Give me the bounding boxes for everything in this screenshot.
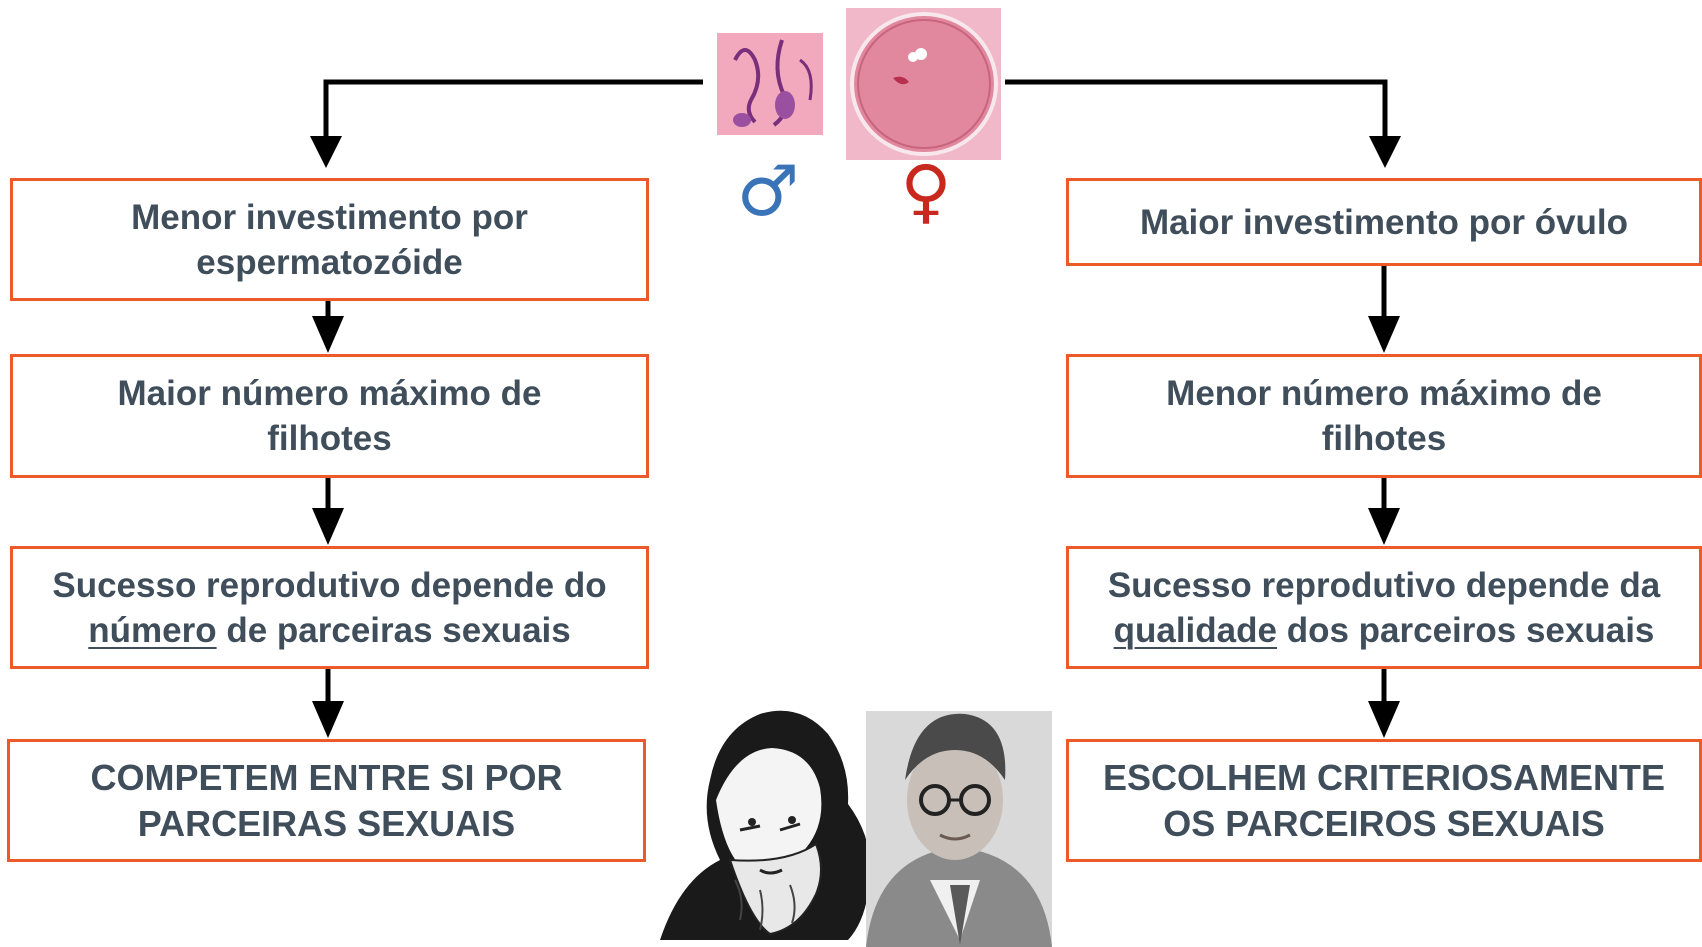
right-box3-rest: dos parceiros sexuais	[1276, 610, 1655, 650]
left-box-more-offspring: Maior número máximo de filhotes	[10, 354, 649, 478]
right-box1-line1: Maior investimento por óvulo	[1139, 202, 1629, 242]
right-box4-line2: OS PARCEIROS SEXUAIS	[1163, 802, 1605, 844]
darwin-portrait	[660, 710, 871, 940]
arrowhead-right-2	[1368, 508, 1400, 545]
left-box2-line2: filhotes	[267, 419, 392, 458]
right-box-less-offspring: Menor número máximo de filhotes	[1066, 354, 1702, 478]
arrowhead-right-top	[1369, 136, 1401, 168]
left-box4-line1: COMPETEM ENTRE SI POR	[90, 756, 563, 798]
top-connectors	[323, 79, 1388, 140]
female-symbol-icon: ♀	[900, 150, 951, 232]
left-box4-line2: PARCEIRAS SEXUAIS	[137, 802, 516, 844]
sperm-photo	[717, 33, 823, 135]
right-box-more-investment: Maior investimento por óvulo	[1066, 178, 1702, 266]
egg-photo	[846, 8, 1001, 160]
arrowhead-left-2	[312, 508, 344, 545]
left-box-less-investment: Menor investimento por espermatozóide	[10, 178, 649, 301]
right-box4-line1: ESCOLHEM CRITERIOSAMENTE	[1102, 756, 1666, 798]
right-box3-emphasis: qualidade	[1113, 610, 1277, 650]
trivers-portrait	[866, 711, 1052, 947]
arrowhead-right-1	[1368, 316, 1400, 353]
right-box3-line1: Sucesso reprodutivo depende da	[1107, 565, 1661, 605]
left-box-success-number: Sucesso reprodutivo depende do número de…	[10, 546, 649, 669]
right-box2-line1: Menor número máximo de	[1166, 374, 1602, 413]
left-box3-emphasis: número	[88, 610, 217, 650]
left-box1-line2: espermatozóide	[196, 242, 463, 282]
left-box3-line1: Sucesso reprodutivo depende do	[52, 565, 607, 605]
right-box-success-quality: Sucesso reprodutivo depende da qualidade…	[1066, 546, 1702, 669]
arrowhead-right-3	[1368, 701, 1400, 738]
arrowhead-left-top	[310, 136, 342, 168]
left-box3-rest: de parceiras sexuais	[216, 610, 571, 650]
arrowhead-left-1	[312, 316, 344, 353]
right-box2-line2: filhotes	[1321, 419, 1447, 458]
left-box2-line1: Maior número máximo de	[117, 374, 542, 413]
right-box-choose: ESCOLHEM CRITERIOSAMENTE OS PARCEIROS SE…	[1066, 739, 1702, 862]
left-box-compete: COMPETEM ENTRE SI POR PARCEIRAS SEXUAIS	[7, 739, 646, 862]
male-symbol-icon: ♂	[737, 150, 800, 232]
arrowhead-left-3	[312, 701, 344, 738]
left-box1-line1: Menor investimento por	[131, 197, 528, 237]
